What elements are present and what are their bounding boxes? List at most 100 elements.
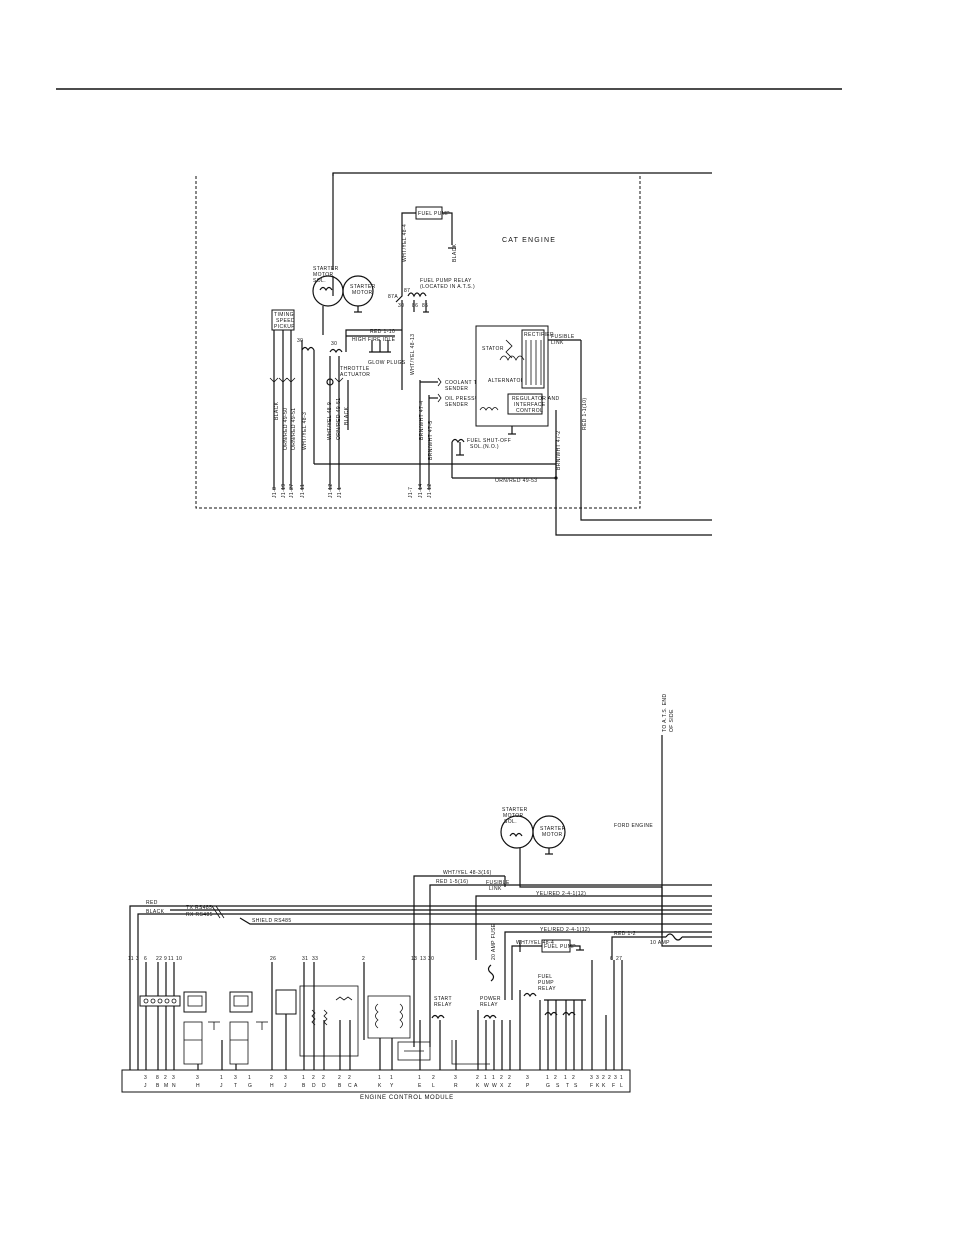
ford-bl-27: G (546, 1083, 550, 1089)
ford-top-pin-row: 11 3 6 22 9 11 10 26 31 33 2 13 13 30 6 … (128, 956, 622, 962)
cat-tsp-2: SPEED (276, 318, 295, 324)
ford-ecm-transformer (367, 995, 411, 1039)
cat-engine-diagram: CAT ENGINE FUEL PUMP WHT/YEL 48-4 BLACK … (195, 172, 712, 536)
cat-pin-6: J1-7 (408, 487, 414, 498)
ford-bl-20: R (454, 1083, 458, 1089)
ford-bp-30: 3 (590, 1075, 593, 1081)
ford-ecm-connector-strip (121, 1069, 631, 1093)
cat-starter-motor-1: STARTER (350, 284, 376, 290)
ford-red-left: RED (146, 900, 158, 906)
ford-bp-35: 1 (620, 1075, 623, 1081)
cat-wire-label-1: ORN/RED 49-50 (283, 408, 289, 450)
ford-bl-11: D (312, 1083, 316, 1089)
cat-pin-1: J1-19 (281, 483, 287, 498)
ford-ecm-connector-block (139, 995, 181, 1007)
ford-fuel-relay-coil (523, 992, 537, 998)
ford-bp-3: 3 (172, 1075, 175, 1081)
ford-bl-8: H (270, 1083, 274, 1089)
ford-bp-25: 3 (526, 1075, 529, 1081)
cat-orn-red: ORN/RED 49-53 (495, 478, 537, 484)
ford-shield: SHIELD RS485 (252, 918, 292, 924)
ford-bl-15: A (354, 1083, 358, 1089)
ford-bp-18: 2 (432, 1075, 435, 1081)
ford-red-1-2: RED 1-2 (614, 931, 636, 937)
cat-wire-label-8: BRN/WHT 47-4 (419, 401, 425, 440)
cat-pin-7: J1-14 (418, 483, 424, 498)
ford-bl-29: T (566, 1083, 569, 1089)
ford-fuel-pump-label: FUEL PUMP (544, 944, 576, 950)
ford-black-left: BLACK (146, 909, 165, 915)
ford-rs485-tx: TX RS485 (186, 905, 212, 911)
cat-high-fire-idle: HIGH FIRE IDLE (352, 337, 396, 343)
ford-bl-14: C (348, 1083, 352, 1089)
ford-to-ats-1: TO A.T.S. END (662, 694, 668, 732)
ford-start-relay-1: START (434, 996, 452, 1002)
ford-bp-2: 2 (164, 1075, 167, 1081)
ford-top-pin-5: 11 (168, 956, 174, 962)
ford-engine-diagram: TO A.T.S. END OF SIDE FORD ENGINE STARTE… (121, 694, 712, 1101)
ford-top-pin-9: 33 (312, 956, 318, 962)
ford-bl-17: Y (390, 1083, 394, 1089)
ford-start-relay-coil (431, 1014, 445, 1020)
cat-tsp-1: TIMING (274, 312, 294, 318)
ford-bl-9: J (284, 1083, 287, 1089)
ford-bl-35: L (620, 1083, 623, 1089)
ford-bl-34: F (612, 1083, 615, 1089)
ford-bl-7: G (248, 1083, 252, 1089)
cat-starter-sol-3: SOL. (313, 278, 326, 284)
ford-bp-15: 1 (378, 1075, 381, 1081)
cat-stator: STATOR (482, 346, 504, 352)
ford-bl-5: J (220, 1083, 223, 1089)
ford-starter-sol-1: STARTER (502, 807, 528, 813)
cat-fuel-shutoff-2: SOL.(N.O.) (470, 444, 499, 450)
ford-top-pin-11: 13 (411, 956, 417, 962)
cat-wire-label-6: BLACK (344, 406, 350, 425)
ford-bl-32: K (596, 1083, 600, 1089)
ford-bp-22: 1 (492, 1075, 495, 1081)
cat-fuel-pump-relay: FUEL PUMP RELAY (420, 278, 472, 284)
cat-throttle-2: ACTUATOR (340, 372, 370, 378)
ford-ecm-diode-block (397, 1041, 431, 1061)
cat-oil-2: SENDER (445, 402, 468, 408)
ford-bp-13: 2 (338, 1075, 341, 1081)
ford-top-pin-15: 27 (616, 956, 622, 962)
cat-red-1-11: RED 1-1(10) (582, 398, 588, 430)
ford-bp-21: 1 (484, 1075, 487, 1081)
cat-regulator-label-1: REGULATOR AND (512, 396, 560, 402)
cat-regulator-label-3: CONTROL (516, 408, 543, 414)
ford-bp-14: 2 (348, 1075, 351, 1081)
cat-regulator (507, 393, 543, 415)
ford-ecm-label: ENGINE CONTROL MODULE (360, 1095, 454, 1101)
ford-bp-29: 2 (572, 1075, 575, 1081)
ford-fuel-pump-wire: WHT/YEL 48-4 (516, 940, 554, 946)
ford-bp-7: 1 (248, 1075, 251, 1081)
svg-text:86: 86 (412, 303, 418, 309)
cat-regulator-label-2: INTERFACE (514, 402, 546, 408)
cat-pin-3: J1-11 (300, 484, 306, 498)
svg-text:85: 85 (422, 303, 428, 309)
ford-20amp-fuse (487, 964, 495, 982)
ford-starter-motor-2: MOTOR (542, 832, 563, 838)
ford-bl-3: N (172, 1083, 176, 1089)
ford-top-pin-10: 2 (362, 956, 365, 962)
cat-relay-coil (407, 292, 427, 298)
cat-pin-8: J1-12 (427, 483, 433, 498)
ford-start-relay-2: RELAY (434, 1002, 452, 1008)
ford-bp-10: 1 (302, 1075, 305, 1081)
ford-bottom-pin-row: 3 8 2 3 3 1 3 1 2 3 1 2 2 2 2 1 1 1 2 3 … (144, 1075, 623, 1081)
cat-pin-5: J1-1 (337, 487, 343, 498)
cat-starter-sol-1: STARTER (313, 266, 339, 272)
ford-bp-4: 3 (196, 1075, 199, 1081)
ford-power-relay-1: POWER (480, 996, 501, 1002)
ford-top-pin-13: 30 (428, 956, 434, 962)
ford-bp-32: 2 (602, 1075, 605, 1081)
ford-bp-0: 3 (144, 1075, 147, 1081)
ford-coil-bank (544, 999, 586, 1070)
ford-wht-yel: WHT/YEL 48-3(16) (443, 870, 492, 876)
ford-bl-16: K (378, 1083, 382, 1089)
cat-wire-label-0: BLACK (274, 401, 280, 420)
cat-tsp-3: PICKUP (274, 324, 295, 330)
cat-fuel-pump-relay-note: (LOCATED IN A.T.S.) (420, 284, 475, 290)
ford-bp-12: 2 (322, 1075, 325, 1081)
